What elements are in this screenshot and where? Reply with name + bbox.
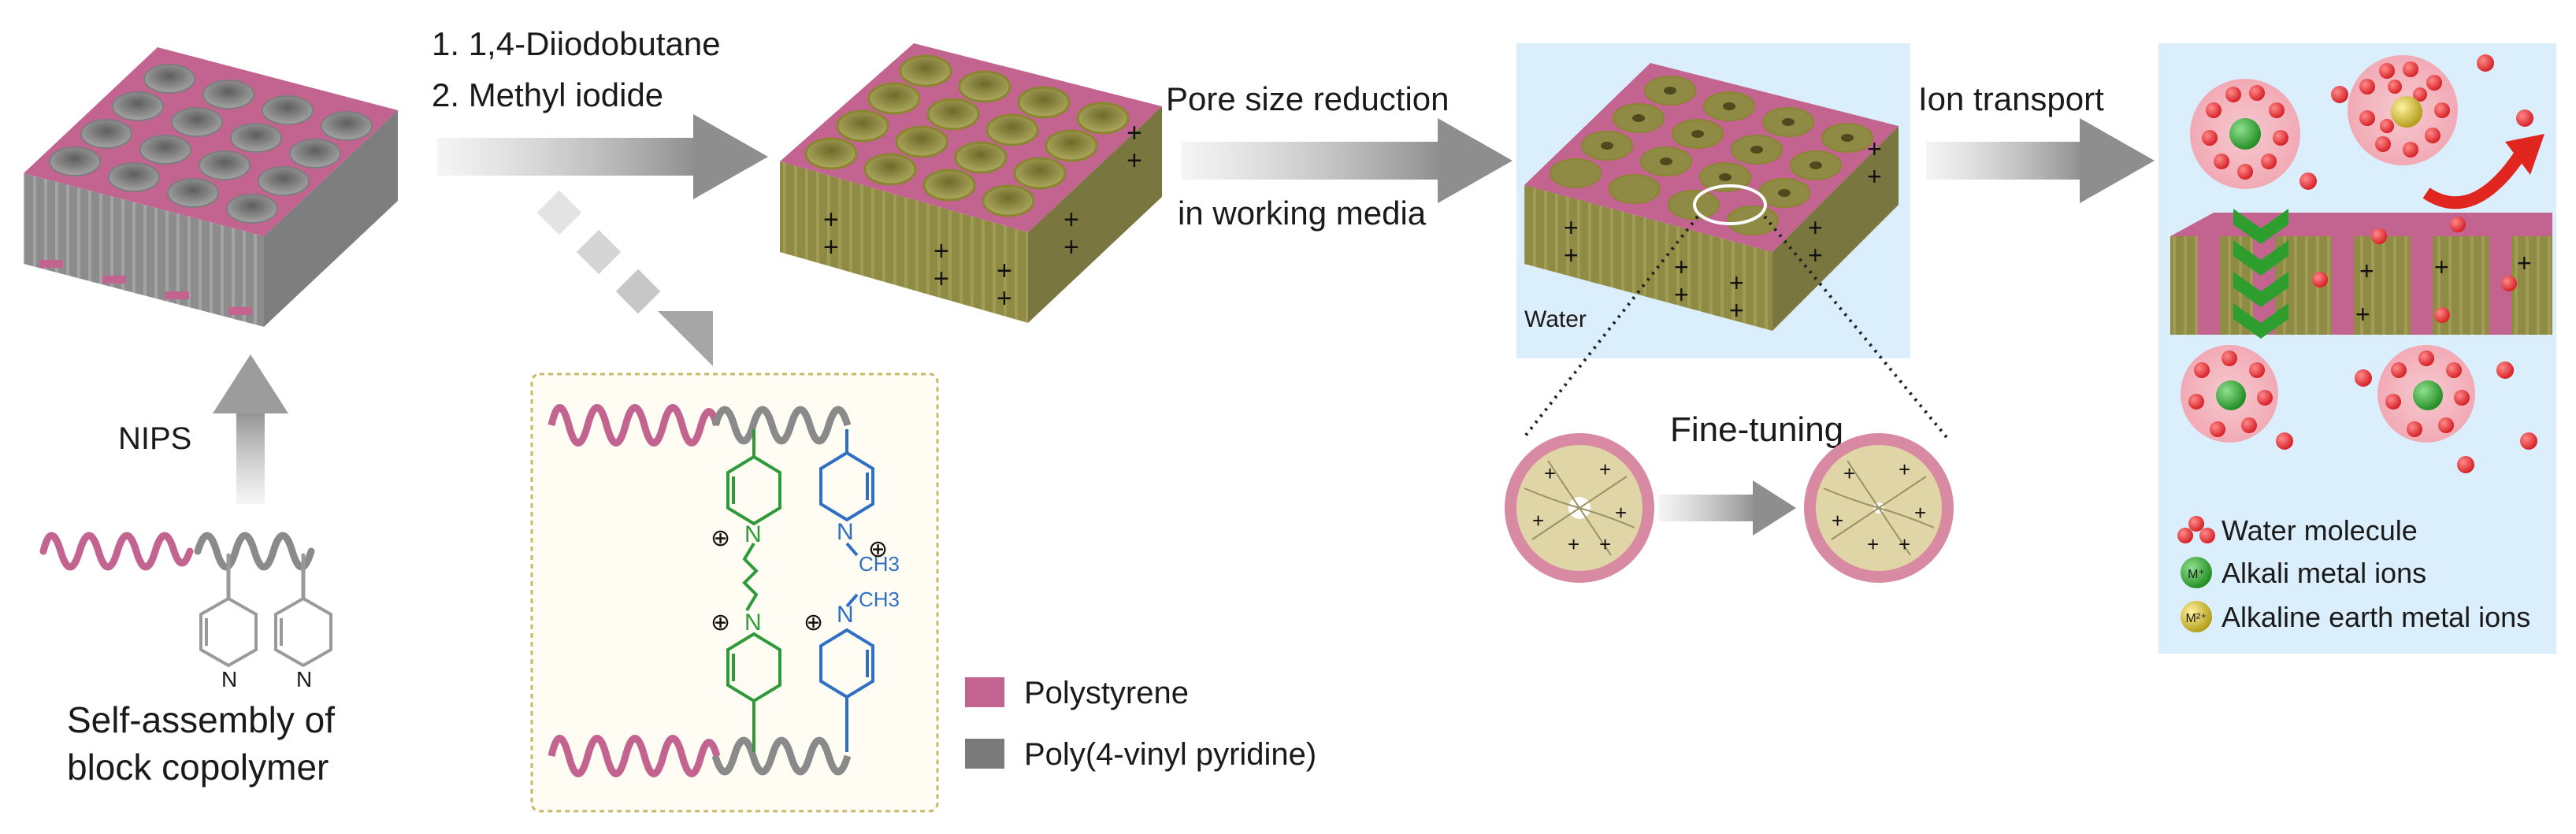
- step-1-label: 1. 1,4-Diiodobutane: [432, 25, 721, 62]
- alkali-ion-icon: [2181, 557, 2212, 588]
- svg-text:+: +: [1544, 461, 1556, 485]
- svg-text:+: +: [1568, 532, 1579, 556]
- svg-text:+: +: [1808, 213, 1823, 242]
- svg-text:+: +: [934, 264, 949, 294]
- caption-line-1: Self-assembly of: [67, 699, 335, 740]
- membrane-block-2: ++ ++ ++ ++ ++: [780, 43, 1162, 323]
- pyridine-n-1: N: [221, 667, 237, 691]
- svg-text:+: +: [1599, 458, 1611, 481]
- p4vp-label: Poly(4-vinyl pyridine): [1024, 737, 1316, 772]
- svg-text:+: +: [1729, 296, 1744, 324]
- ion-panel: +++ ++: [2158, 43, 2556, 654]
- pyridine-n-2: N: [296, 667, 312, 691]
- ion-transport-label: Ion transport: [1918, 80, 2104, 117]
- step-2-label: 2. Methyl iodide: [432, 76, 663, 113]
- svg-text:+: +: [1599, 532, 1611, 556]
- svg-text:+: +: [1899, 532, 1910, 556]
- p4vp-swatch: [965, 739, 1004, 769]
- n-green-2: N: [744, 610, 762, 636]
- svg-text:+: +: [1063, 232, 1079, 262]
- pore-reduction-line-2: in working media: [1178, 195, 1427, 232]
- membrane-block-1: [24, 47, 398, 327]
- legend-water-label: Water molecule: [2222, 514, 2418, 547]
- svg-text:+: +: [1564, 213, 1579, 242]
- pore-reduction-line-1: Pore size reduction: [1166, 80, 1449, 117]
- alkaline-earth-ion-icon: [2181, 601, 2212, 632]
- svg-text:+: +: [823, 232, 839, 262]
- svg-text:+: +: [2359, 257, 2374, 285]
- svg-text:+: +: [997, 256, 1012, 286]
- svg-text:+: +: [1532, 509, 1544, 532]
- water-panel: ++ ++ ++ ++ ++ Water: [1516, 43, 1910, 358]
- svg-text:+: +: [1867, 162, 1882, 191]
- svg-text:+: +: [1729, 269, 1744, 297]
- plus-blue-2: ⊕: [804, 610, 823, 636]
- ch3-label-1: CH3: [859, 552, 900, 576]
- legend-alkaline-earth-label: Alkaline earth metal ions: [2222, 601, 2530, 633]
- nips-arrow: [213, 354, 288, 504]
- reaction-arrow: [437, 114, 768, 199]
- ion-transport-arrow: [1926, 118, 2155, 203]
- fine-tuning-arrow: [1658, 480, 1796, 536]
- pore-reduction-arrow: [1182, 118, 1513, 203]
- block-copolymer-chain: [39, 532, 315, 601]
- svg-text:+: +: [1127, 146, 1142, 176]
- zoom-lines: [1523, 215, 1951, 443]
- ch3-label-2: CH3: [859, 588, 900, 611]
- svg-text:+: +: [1564, 241, 1579, 269]
- transport-chevrons: [2233, 209, 2288, 339]
- svg-text:+: +: [934, 236, 949, 266]
- dashed-diagonal-arrow: [536, 190, 713, 366]
- svg-text:+: +: [2517, 249, 2532, 277]
- svg-text:+: +: [1867, 532, 1879, 556]
- alkali-ion-symbol: M⁺: [2188, 568, 2205, 581]
- svg-text:+: +: [1808, 241, 1823, 269]
- svg-text:+: +: [1127, 118, 1142, 148]
- svg-text:+: +: [1867, 135, 1882, 163]
- structure-box: N ⊕ N ⊕ N ⊕ CH3 N ⊕ CH3: [530, 373, 939, 813]
- svg-text:+: +: [1615, 501, 1627, 524]
- plus-green-1: ⊕: [711, 525, 730, 551]
- plus-green-2: ⊕: [711, 610, 730, 636]
- plus-blue-1: ⊕: [868, 536, 888, 562]
- svg-text:+: +: [1674, 280, 1689, 309]
- polymer-legend: Polystyrene Poly(4-vinyl pyridine): [965, 676, 1316, 772]
- svg-text:+: +: [1832, 509, 1843, 532]
- polystyrene-swatch: [965, 677, 1004, 707]
- alkaline-earth-ion-symbol: M²⁺: [2185, 612, 2207, 625]
- pore-cross-section-2: +++ +++: [1804, 433, 1954, 583]
- svg-text:+: +: [2434, 253, 2449, 281]
- n-blue-2: N: [837, 602, 854, 628]
- water-molecule-icon: [2177, 516, 2215, 543]
- svg-text:+: +: [823, 205, 839, 235]
- ion-legend: Water molecule M⁺ Alkali metal ions M²⁺ …: [2177, 514, 2530, 633]
- pyridine-rings: [199, 596, 332, 668]
- svg-text:+: +: [1063, 205, 1079, 235]
- svg-text:+: +: [2355, 300, 2370, 328]
- n-blue-1: N: [837, 519, 854, 545]
- water-label: Water: [1524, 306, 1587, 332]
- pore-cross-section-1: +++ +++: [1505, 433, 1654, 583]
- polystyrene-label: Polystyrene: [1024, 676, 1189, 710]
- svg-text:+: +: [1674, 253, 1689, 281]
- nips-label: NIPS: [118, 421, 191, 456]
- caption-line-2: block copolymer: [67, 747, 328, 788]
- legend-alkali-label: Alkali metal ions: [2222, 557, 2426, 589]
- highlighted-pore: [1693, 184, 1767, 225]
- svg-text:+: +: [1899, 458, 1910, 481]
- svg-text:+: +: [997, 284, 1012, 313]
- svg-text:+: +: [1914, 501, 1926, 524]
- n-green-1: N: [744, 521, 762, 547]
- fine-tuning-label: Fine-tuning: [1670, 410, 1843, 449]
- svg-text:+: +: [1843, 461, 1855, 485]
